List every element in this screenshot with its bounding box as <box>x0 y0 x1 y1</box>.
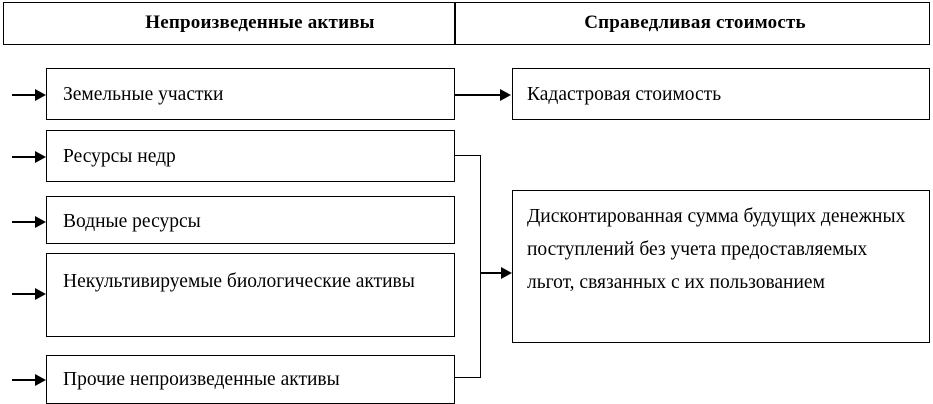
inbound-arrow-shaft-1 <box>12 94 36 96</box>
left-item-box-2[interactable] <box>46 130 455 182</box>
inbound-arrow-head-2 <box>35 151 46 163</box>
left-item-box-1[interactable] <box>46 68 455 120</box>
right-item-box-2[interactable] <box>512 190 930 343</box>
inbound-arrow-shaft-2 <box>12 156 36 158</box>
bracket-vertical-spine <box>480 155 481 378</box>
header-box-right <box>455 2 930 45</box>
header-box-left <box>3 2 455 45</box>
bracket-bottom-segment <box>455 377 481 378</box>
connector-shaft-land-to-cadastral <box>455 94 501 96</box>
inbound-arrow-shaft-3 <box>12 221 36 223</box>
right-item-box-1[interactable] <box>512 68 930 120</box>
inbound-arrow-shaft-5 <box>12 379 36 381</box>
left-item-box-4[interactable] <box>46 253 455 337</box>
left-item-box-5[interactable] <box>46 355 455 404</box>
bracket-top-segment <box>455 155 481 156</box>
left-item-box-3[interactable] <box>46 196 455 244</box>
left-item-label-3: Водные ресурсы <box>63 211 201 232</box>
left-item-label-1: Земельные участки <box>63 84 224 105</box>
left-item-label-5: Прочие непроизведенные активы <box>63 369 340 390</box>
right-item-label-1: Кадастровая стоимость <box>527 84 722 105</box>
inbound-arrow-head-3 <box>35 216 46 228</box>
connector-head-land-to-cadastral <box>500 89 511 101</box>
left-item-label-2: Ресурсы недр <box>63 146 176 167</box>
bracket-arrow-head <box>501 267 512 279</box>
inbound-arrow-shaft-4 <box>12 293 36 295</box>
header-title-right: Справедливая стоимость <box>584 12 806 33</box>
inbound-arrow-head-4 <box>35 288 46 300</box>
bracket-arrow-shaft <box>480 272 502 274</box>
inbound-arrow-head-5 <box>35 374 46 386</box>
left-item-label-4: Некультивируемые биологические активы <box>63 271 415 292</box>
right-item-label-2: Дисконтированная сумма будущих денежных … <box>527 206 906 293</box>
header-title-left: Непроизведенные активы <box>145 12 375 33</box>
inbound-arrow-head-1 <box>35 89 46 101</box>
